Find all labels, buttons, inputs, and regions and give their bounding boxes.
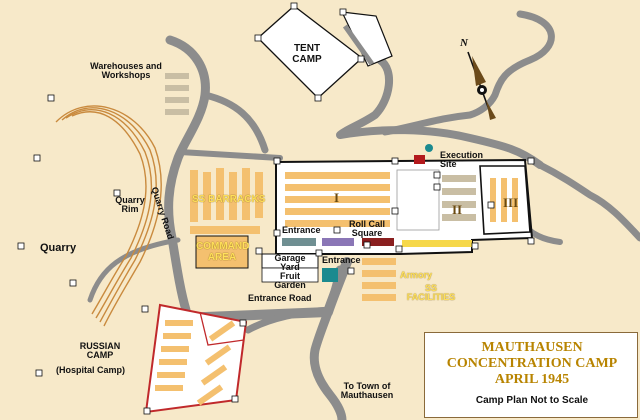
camera-marker-icon	[391, 207, 399, 215]
label-entrance-gate: Entrance	[322, 255, 361, 265]
label-russian-camp: RUSSIAN CAMP	[79, 341, 121, 361]
execution-site	[414, 155, 425, 164]
camera-marker-icon	[273, 157, 281, 165]
camera-marker-icon	[113, 189, 121, 197]
fruit-garden	[261, 267, 319, 283]
camera-marker-icon	[395, 245, 403, 253]
camera-marker-icon	[339, 8, 347, 16]
camera-marker-icon	[314, 94, 322, 102]
road-to-quarry-lower	[87, 237, 181, 303]
label-warehouses: Warehouses and Workshops	[90, 61, 162, 81]
camera-marker-icon	[17, 242, 25, 250]
block-iii-barracks	[490, 178, 518, 222]
warehouses	[165, 73, 189, 115]
camera-marker-icon	[391, 157, 399, 165]
label-roll-call: Roll Call Square	[348, 219, 385, 239]
title-line-3: APRIL 1945	[494, 372, 570, 387]
road-east-top	[336, 56, 544, 169]
camera-marker-icon	[363, 241, 371, 249]
label-fruit-garden: Fruit Garden	[274, 271, 306, 291]
label-tent-camp: TENT CAMP	[292, 43, 322, 65]
label-entrance-camp: Entrance	[282, 225, 321, 235]
camera-marker-icon	[487, 201, 495, 209]
label-garage-yard: Garage Yard	[274, 253, 306, 273]
compass-north-label: N	[460, 37, 468, 49]
roll-call-square	[396, 169, 440, 231]
label-quarry: Quarry	[40, 242, 77, 254]
camera-marker-icon	[290, 2, 298, 10]
russian-camp-inner-fence	[199, 311, 245, 346]
label-quarry-rim: Quarry Rim	[115, 195, 145, 215]
quarry-rim	[55, 105, 162, 327]
camera-marker-icon	[333, 226, 341, 234]
russian-camp-barracks	[155, 320, 236, 406]
label-block-ii: II	[452, 202, 463, 217]
camera-marker-icon	[433, 183, 441, 191]
label-ss-facilities: SS FACILITIES	[406, 283, 456, 303]
camera-marker-icon	[433, 171, 441, 179]
label-hospital-camp: (Hospital Camp)	[56, 365, 126, 375]
label-command-area: COMMAND AREA	[196, 241, 250, 263]
road-quarry	[164, 35, 210, 315]
ss-barracks	[190, 168, 263, 234]
block-i-barracks	[285, 172, 390, 227]
camera-marker-icon	[35, 369, 43, 377]
camera-marker-icon	[527, 157, 535, 165]
title-subtitle: Camp Plan Not to Scale	[475, 395, 589, 406]
label-ss-barracks: SS BARRACKS	[192, 194, 266, 205]
road-russian	[244, 306, 334, 334]
camera-marker-icon	[254, 34, 262, 42]
road-ss-upper	[177, 149, 283, 161]
title-box: MAUTHAUSEN CONCENTRATION CAMP APRIL 1945…	[424, 332, 638, 418]
camera-marker-icon	[315, 249, 323, 257]
camera-marker-icon	[273, 229, 281, 237]
tent-camp-road	[342, 24, 375, 66]
label-to-town: To Town of Mauthausen	[340, 381, 394, 401]
label-armory: Armory	[400, 270, 433, 280]
execution-marker	[425, 144, 433, 152]
camera-marker-icon	[239, 319, 247, 327]
camera-marker-icon	[141, 305, 149, 313]
camera-marker-icon	[69, 279, 77, 287]
camera-marker-icon	[357, 55, 365, 63]
label-block-i: I	[334, 190, 340, 205]
label-entrance-road: Entrance Road	[248, 293, 312, 303]
camera-marker-icon	[33, 154, 41, 162]
camera-marker-icon	[143, 407, 151, 415]
road-east-ridge	[381, 10, 555, 136]
label-execution-site: Execution Site	[440, 150, 484, 170]
camera-marker-icon	[527, 237, 535, 245]
road-east-out	[536, 161, 640, 242]
block-ii-barracks	[442, 175, 476, 221]
camera-marker-icon	[347, 267, 355, 275]
command-area	[195, 235, 249, 269]
camera-markers	[17, 2, 535, 415]
camera-marker-icon	[231, 395, 239, 403]
entrance-gate	[322, 268, 338, 282]
road-upper-loop	[201, 91, 269, 154]
camera-marker-icon	[47, 94, 55, 102]
camera-marker-icon	[255, 247, 263, 255]
compass-icon	[467, 51, 496, 120]
label-block-iii: III	[503, 195, 519, 210]
title-line-1: MAUTHAUSEN	[481, 340, 583, 355]
ss-facilities	[362, 258, 396, 301]
title-line-2: CONCENTRATION CAMP	[446, 356, 618, 371]
main-camp-strip	[282, 238, 472, 247]
camera-marker-icon	[471, 242, 479, 250]
